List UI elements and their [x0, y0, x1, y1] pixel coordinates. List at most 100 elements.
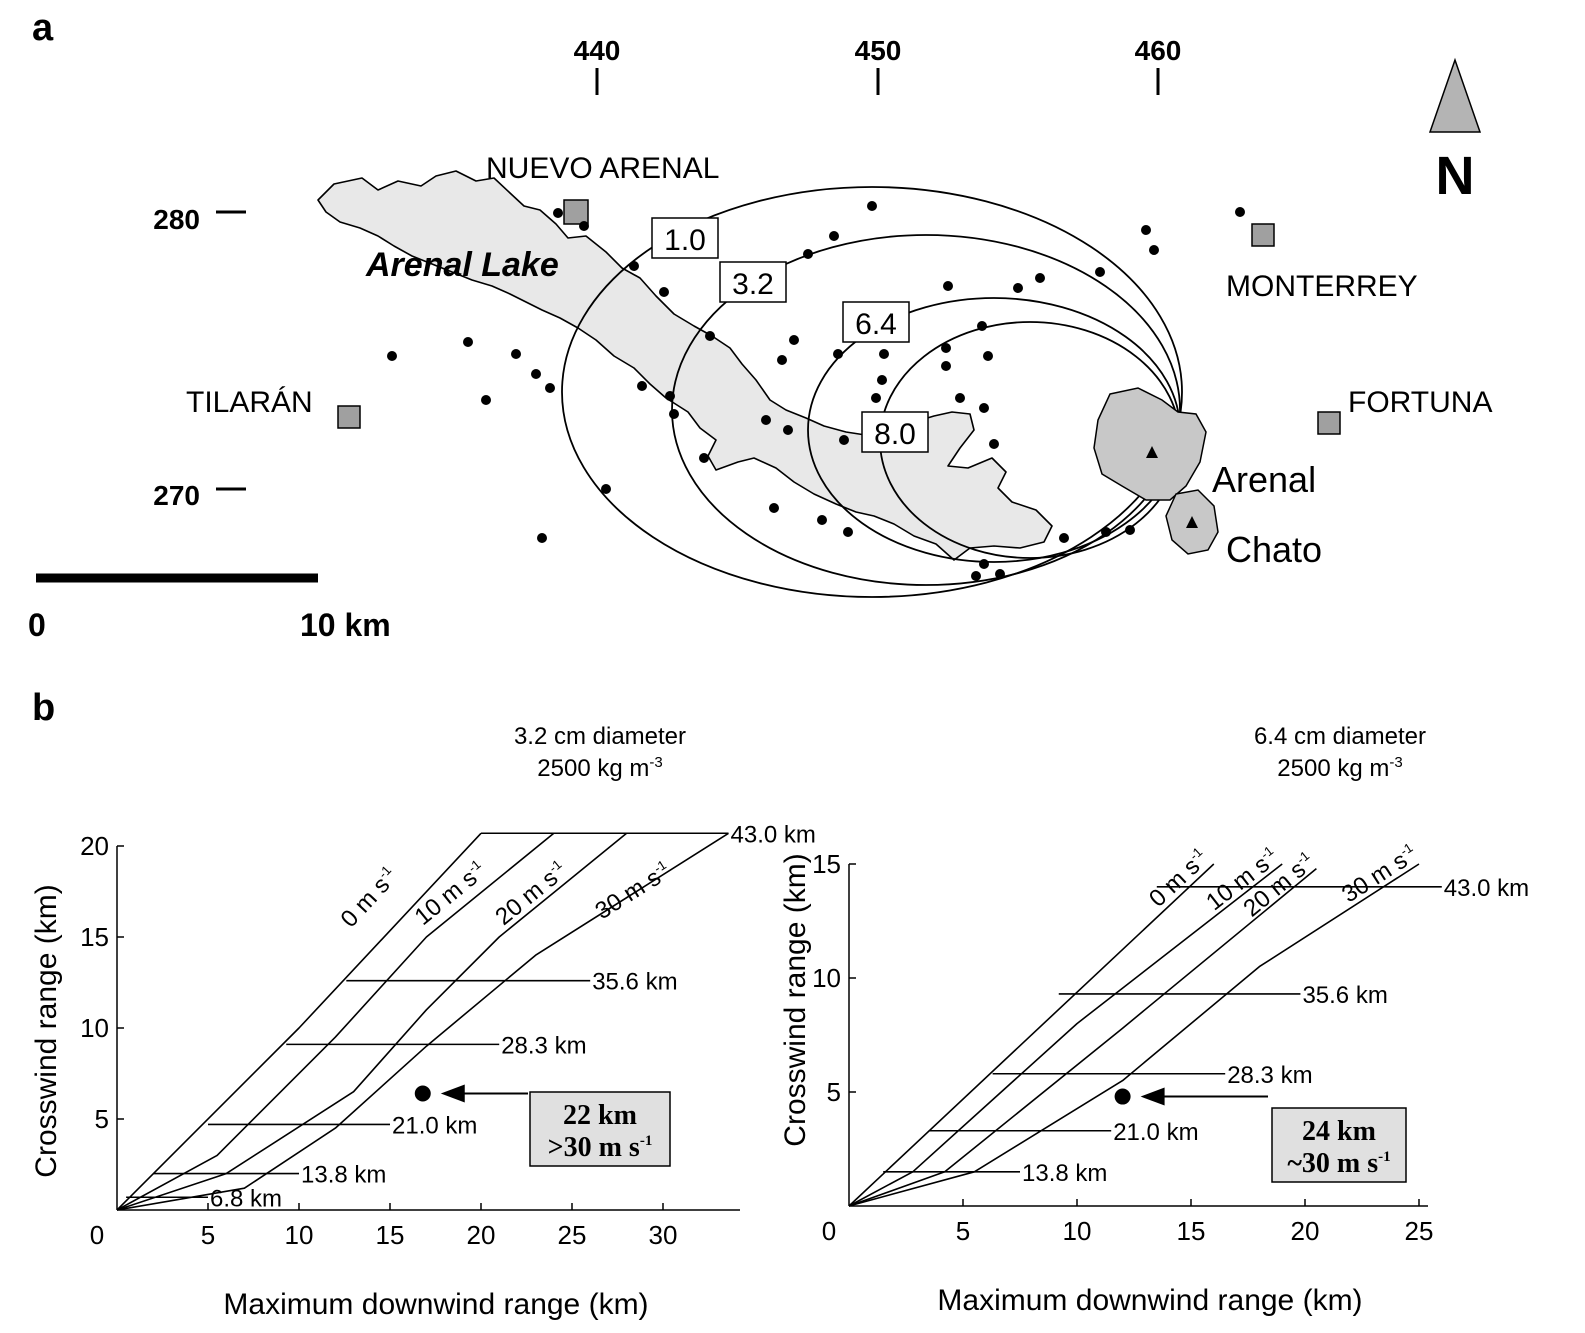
- isopleth-1-0: [561, 186, 1183, 598]
- x-axis-title: Maximum downwind range (km): [223, 1288, 648, 1321]
- easting-tick-450: 450: [855, 35, 902, 66]
- chart-subtitle-main: 2500 kg m: [1277, 755, 1389, 782]
- range-line-label: 6.8 km: [210, 1185, 282, 1212]
- isopleth-label-box: [651, 217, 719, 259]
- annotation-line2-exponent: -1: [1378, 1149, 1391, 1165]
- isopleth-label-box: [719, 261, 787, 303]
- annotation-line2: >30 m s-1: [548, 1132, 653, 1163]
- sample-site: [789, 335, 799, 345]
- y-tick-label: 15: [812, 849, 841, 879]
- town-marker-monterrey: [1251, 223, 1275, 247]
- northing-tick-280: 280: [153, 204, 200, 235]
- range-line-label: 13.8 km: [1022, 1160, 1107, 1187]
- town-label-fortuna: FORTUNA: [1348, 386, 1492, 419]
- y-tick-label: 10: [80, 1013, 109, 1043]
- sample-site: [1141, 225, 1151, 235]
- sample-site: [1101, 527, 1111, 537]
- chart-title: 6.4 cm diameter: [1254, 723, 1426, 750]
- sample-site: [955, 393, 965, 403]
- range-line-label: 13.8 km: [301, 1162, 386, 1189]
- towns: NUEVO ARENAL MONTERREY TILARÁN FORTUNA: [186, 152, 1492, 435]
- range-line-label: 35.6 km: [1302, 982, 1387, 1009]
- wind-curve: [848, 863, 1215, 1207]
- chart-subtitle-exponent: -3: [1389, 754, 1402, 771]
- annotation-line1: 22 km: [563, 1100, 637, 1131]
- range-line-label: 43.0 km: [731, 821, 816, 848]
- northing-tick-270: 270: [153, 480, 200, 511]
- sample-site: [699, 453, 709, 463]
- annotation-line2-main: >30 m s: [548, 1132, 640, 1163]
- isopleth-label-box: [842, 301, 910, 343]
- north-label: N: [1436, 146, 1475, 206]
- wind-curve-label-main: 20 m s: [490, 864, 563, 930]
- chart-title: 3.2 cm diameter: [514, 723, 686, 750]
- sample-site: [839, 435, 849, 445]
- chart-subtitle-main: 2500 kg m: [537, 755, 649, 782]
- sample-site: [481, 395, 491, 405]
- scale-start-label: 0: [28, 607, 46, 643]
- sample-site: [871, 393, 881, 403]
- x-tick-label: 0: [90, 1220, 104, 1250]
- y-tick-label: 10: [812, 963, 841, 993]
- sample-site: [579, 221, 589, 231]
- range-line-label: 28.3 km: [1227, 1062, 1312, 1089]
- sample-site: [843, 527, 853, 537]
- sample-site: [879, 349, 889, 359]
- wind-curve-label: 0 m s-1: [335, 863, 403, 933]
- isopleth-label-box: [861, 411, 929, 453]
- annotation-line2: ~30 m s-1: [1287, 1148, 1390, 1179]
- isopleth-labels: 1.0 3.2 6.4 8.0: [651, 217, 929, 453]
- wind-curve-label: 30 m s-1: [1337, 840, 1422, 909]
- volcano-label-arenal: Arenal: [1212, 459, 1316, 500]
- volcano-label-chato: Chato: [1226, 529, 1322, 570]
- lake-label: Arenal Lake: [365, 246, 559, 284]
- sample-site: [629, 261, 639, 271]
- wind-curve: [116, 832, 482, 1211]
- sample-site: [1125, 525, 1135, 535]
- x-tick-label: 20: [467, 1220, 496, 1250]
- arrow-head-icon: [1140, 1087, 1165, 1106]
- sample-site: [803, 249, 813, 259]
- y-tick-label: 20: [80, 831, 109, 861]
- x-tick-label: 15: [376, 1220, 405, 1250]
- sample-sites: [387, 201, 1245, 581]
- sample-site: [659, 287, 669, 297]
- wind-curve: [116, 832, 628, 1211]
- town-marker-fortuna: [1317, 411, 1341, 435]
- sample-site: [511, 349, 521, 359]
- sample-site: [983, 351, 993, 361]
- wind-curve: [848, 863, 1420, 1207]
- x-tick-label: 5: [201, 1220, 215, 1250]
- annotation-line1: 24 km: [1302, 1116, 1376, 1147]
- map-panel: a 440 450 460 280 270 N 0 10 km: [28, 7, 1492, 643]
- annotation-box: [1271, 1107, 1407, 1183]
- sample-site: [463, 337, 473, 347]
- observation-point: [1114, 1088, 1131, 1105]
- sample-site: [545, 383, 555, 393]
- northing-ticks: 280 270: [153, 204, 246, 511]
- sample-site: [783, 425, 793, 435]
- x-tick-label: 20: [1291, 1216, 1320, 1246]
- range-line-label: 43.0 km: [1444, 875, 1529, 902]
- sample-site: [669, 409, 679, 419]
- sample-site: [537, 533, 547, 543]
- town-marker-tilaran: [337, 405, 361, 429]
- chato-summit-icon: [1186, 516, 1198, 528]
- x-axis-title: Maximum downwind range (km): [937, 1284, 1362, 1317]
- sample-site: [705, 331, 715, 341]
- easting-tick-460: 460: [1135, 35, 1182, 66]
- x-tick-label: 10: [285, 1220, 314, 1250]
- sample-site: [601, 484, 611, 494]
- chart-6-4cm: 6.4 cm diameter 2500 kg m-3 Crosswind ra…: [779, 723, 1529, 1317]
- y-tick-label: 15: [80, 922, 109, 952]
- x-tick-label: 15: [1177, 1216, 1206, 1246]
- wind-curve: [116, 832, 729, 1211]
- x-tick-label: 30: [649, 1220, 678, 1250]
- scale-end-label: 10 km: [300, 607, 391, 643]
- annotation-box: [529, 1091, 671, 1167]
- sample-site: [989, 439, 999, 449]
- sample-site: [387, 351, 397, 361]
- town-label-nuevo-arenal: NUEVO ARENAL: [486, 152, 719, 185]
